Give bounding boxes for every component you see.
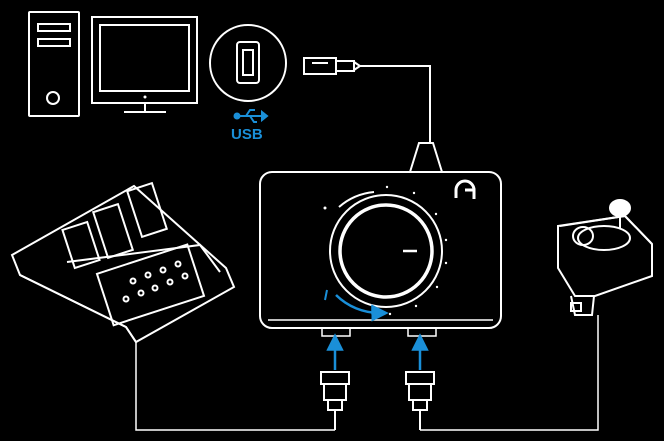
usb-symbol-icon xyxy=(233,109,269,123)
db9-connector-icon xyxy=(405,371,435,430)
cables xyxy=(135,315,599,431)
db9-connector-icon xyxy=(320,371,350,430)
dial-indicator xyxy=(324,289,389,322)
logitech-logo-icon xyxy=(454,179,476,199)
usb-label: USB xyxy=(231,126,263,143)
usb-plug-icon xyxy=(303,57,431,142)
computer-tower-icon xyxy=(28,11,80,117)
hub-device-icon xyxy=(259,142,502,337)
monitor-icon xyxy=(91,16,198,113)
usb-port-icon xyxy=(209,24,287,102)
pedals-icon xyxy=(10,181,236,344)
shifter-icon xyxy=(557,199,653,316)
